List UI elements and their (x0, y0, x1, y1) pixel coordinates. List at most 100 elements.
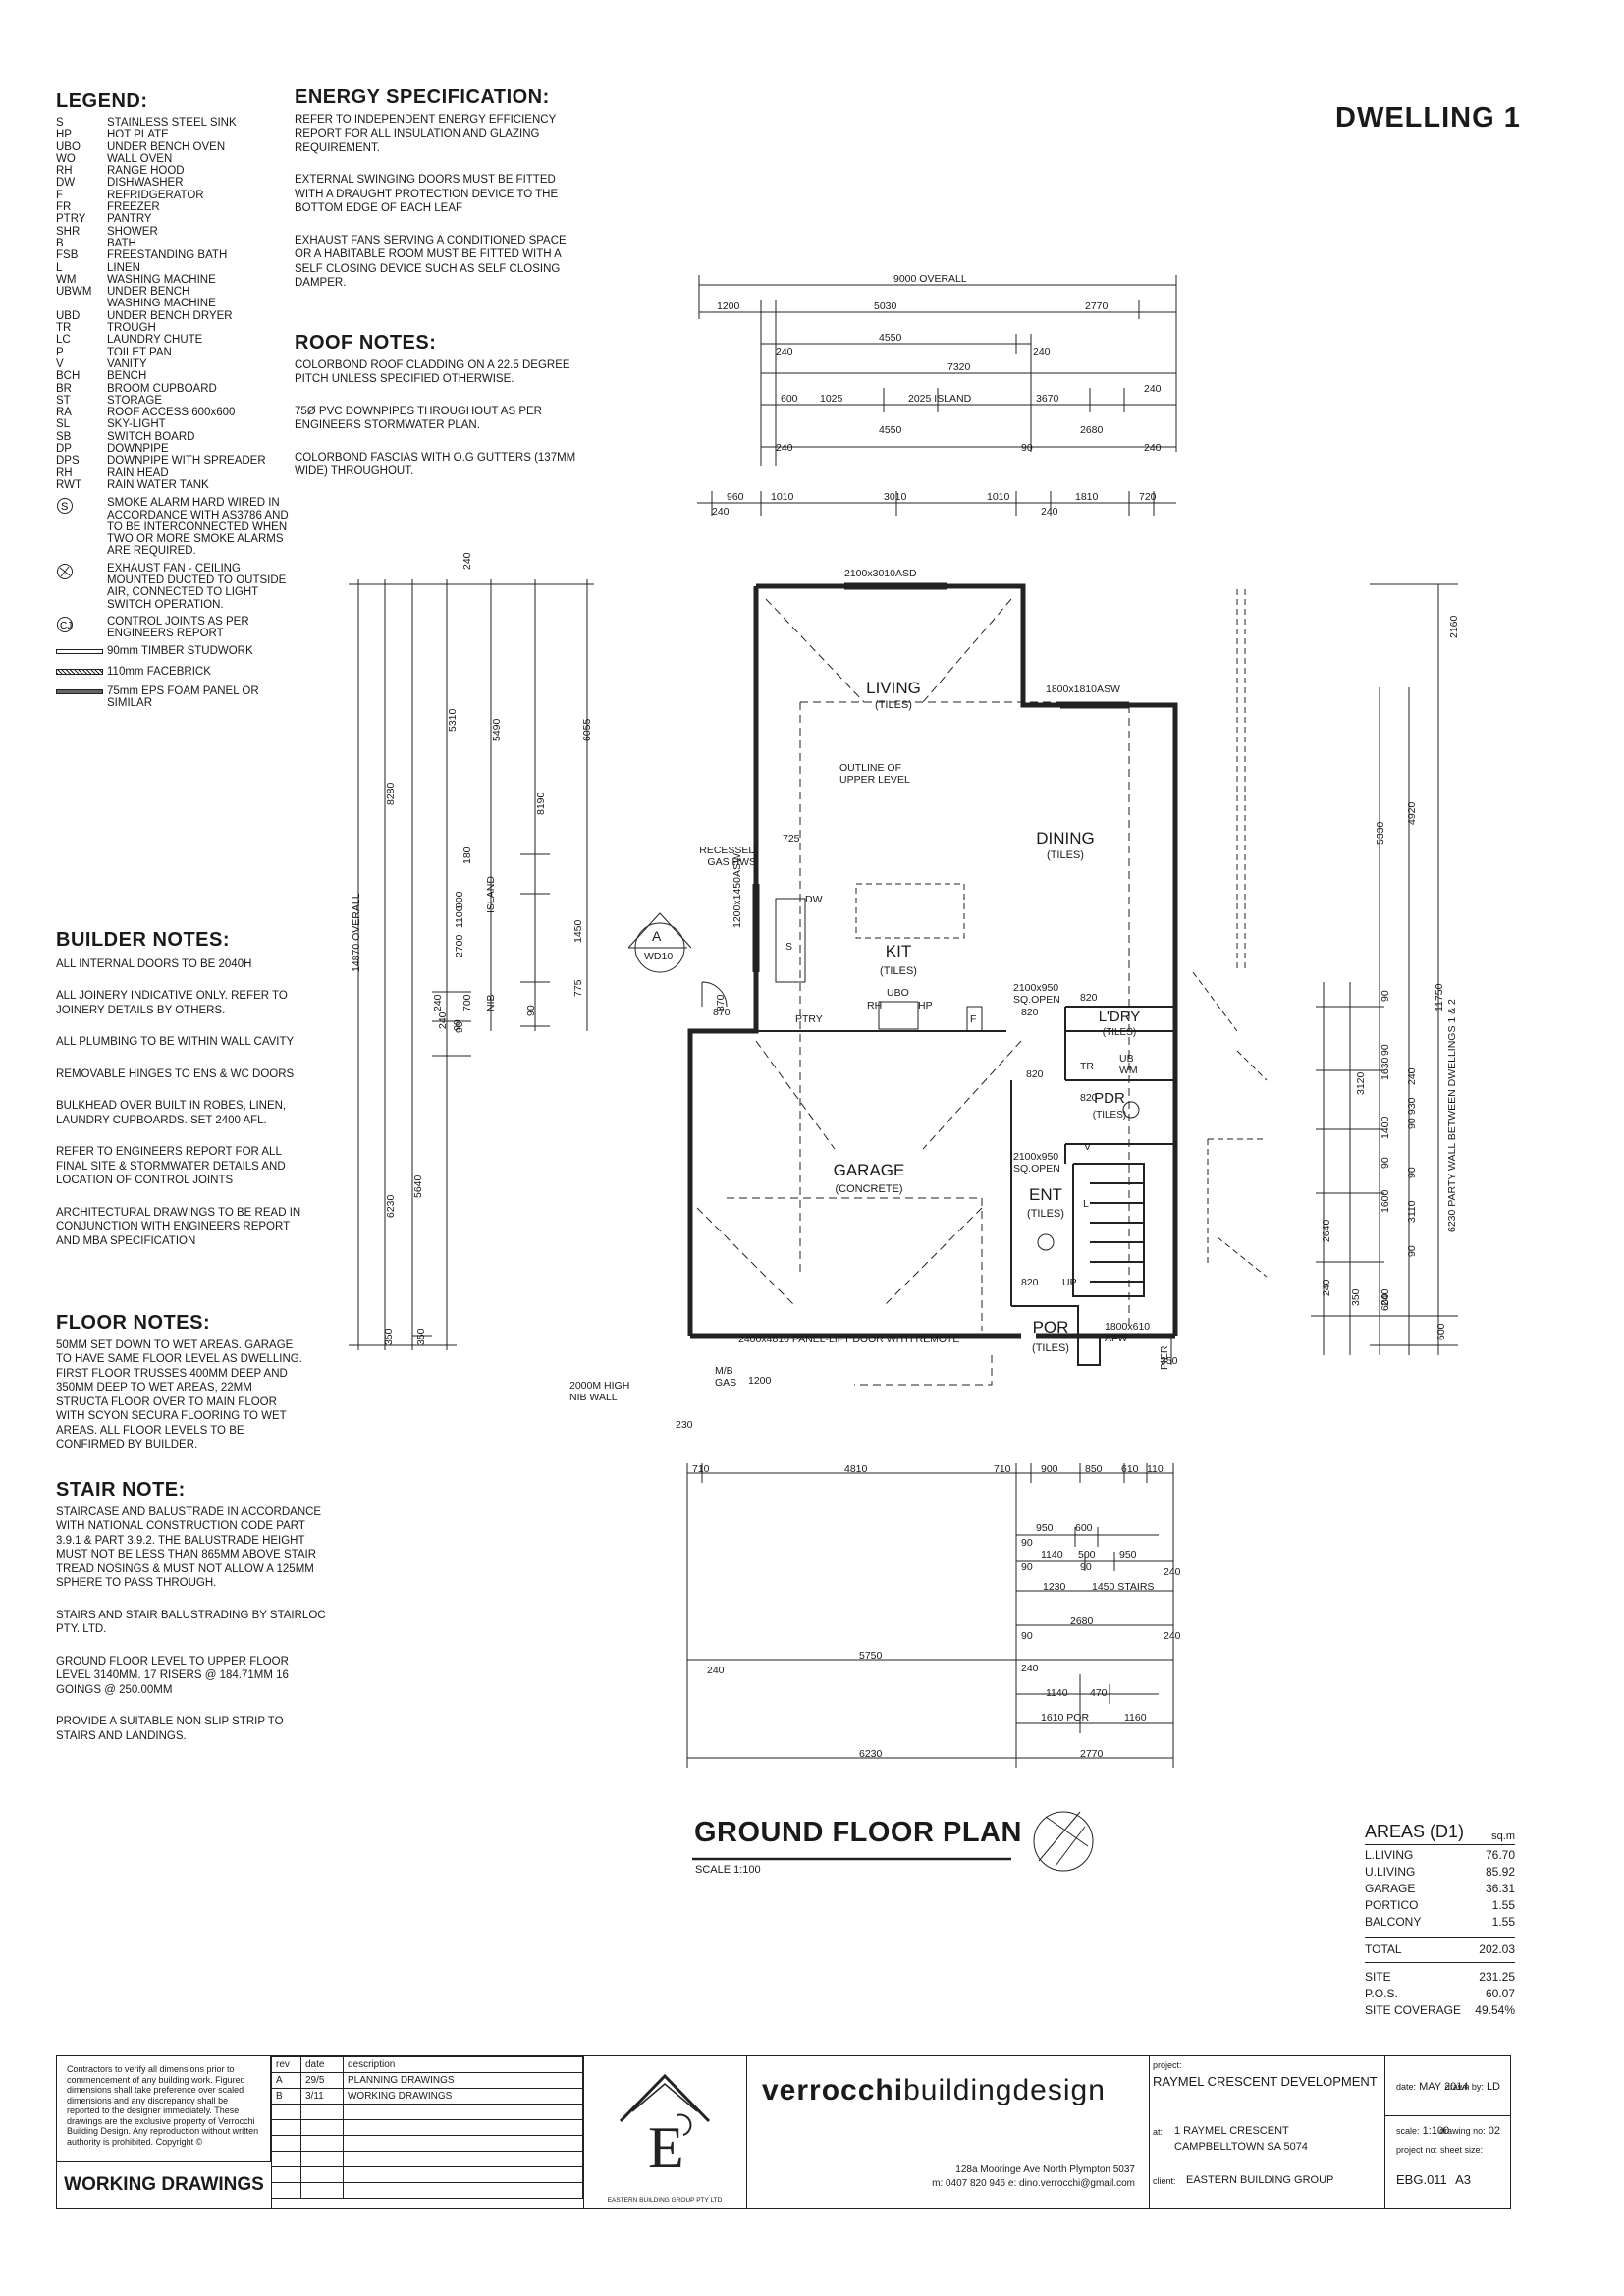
dimension-text: 1100 (454, 905, 465, 928)
legend-code: UBWM (56, 286, 92, 299)
legend-desc: WASHING MACHINE (107, 298, 216, 310)
dimension-text: 11750 (1434, 983, 1445, 1011)
label-rangehood: RH (867, 1000, 883, 1011)
drawing-date: date: MAY 2014 (1396, 2081, 1469, 2093)
label-dishwasher: DW (805, 894, 823, 905)
label-trough: TR (1080, 1061, 1094, 1072)
note-paragraph: EXTERNAL SWINGING DOORS MUST BE FITTED W… (295, 174, 559, 214)
rev-cell: B (271, 2088, 301, 2105)
dimension-text: 4550 (879, 332, 902, 344)
sheet-size: A3 (1455, 2172, 1471, 2187)
legend-desc: FREEZER (107, 201, 160, 214)
dimension-text: 5490 (491, 718, 503, 741)
right-dimension-lines (1311, 583, 1458, 1355)
legend-desc: STAINLESS STEEL SINK (107, 117, 237, 129)
roof-notes: ROOF NOTES: COLORBOND ROOF CLADDING ON A… (295, 332, 579, 497)
dimension-text: 775 (572, 979, 584, 997)
note-paragraph: ALL INTERNAL DOORS TO BE 2040H (56, 957, 252, 970)
room-entry: ENT (1029, 1185, 1062, 1204)
party-wall-label: 6230 PARTY WALL BETWEEN DWELLINGS 1 & 2 (1446, 999, 1458, 1232)
dimension-text: 1025 (820, 393, 843, 405)
dimension-text: 90 (1406, 1245, 1418, 1257)
room-laundry: L'DRY (1098, 1009, 1141, 1025)
note-paragraph: COLORBOND ROOF CLADDING ON A 22.5 DEGREE… (295, 358, 570, 386)
legend-code (56, 298, 107, 309)
window-living: 2100x3010ASD (844, 568, 917, 579)
dimension-text: 8190 (535, 792, 547, 815)
upper-outline-label: OUTLINE OF UPPER LEVEL (839, 762, 910, 786)
dimension-text: 1400 (1380, 1116, 1391, 1139)
legend-wall-brick: 110mm FACEBRICK (56, 666, 292, 678)
label-linen: L (1083, 1198, 1089, 1210)
legend-desc: DOWNPIPE WITH SPREADER (107, 455, 266, 467)
dimension-text: 8280 (385, 782, 397, 805)
dimension-text: 4920 (1406, 801, 1418, 825)
plan-scale: SCALE 1:100 (695, 1864, 761, 1876)
dimension-text: 2025 ISLAND (908, 393, 972, 405)
dimension-text: 350 (1350, 1288, 1362, 1306)
house-logo-icon: E (619, 2073, 711, 2180)
project-address-1: 1 RAYMEL CRESCENT (1174, 2125, 1289, 2137)
client-name: EASTERN BUILDING GROUP (1186, 2174, 1334, 2186)
dimension-text: 350 (383, 1328, 395, 1345)
areas-total: TOTAL 202.03 (1365, 1937, 1515, 1963)
note-paragraph: BULKHEAD OVER BUILT IN ROBES, LINEN, LAU… (56, 1100, 287, 1126)
dimension-text: 90 (1380, 990, 1391, 1002)
dimension-text: 710 (692, 1463, 710, 1475)
opening-entry: 2100x950 SQ.OPEN (1013, 1151, 1060, 1175)
dimension-text: 1160 (1124, 1712, 1147, 1723)
legend-code: WM (56, 273, 77, 286)
dimension-text: 240 (1041, 506, 1058, 518)
dimension-text: 710 (994, 1463, 1011, 1475)
dimension-text: 4810 (844, 1463, 868, 1475)
legend-code: HP (56, 129, 72, 141)
roof-title: ROOF NOTES: (295, 332, 437, 354)
dimension-text: 900 (1041, 1463, 1058, 1475)
drawn-by: drawn by: LD (1444, 2081, 1500, 2093)
label-up: UP (1062, 1277, 1077, 1288)
dimension-text: 240 (1321, 1279, 1332, 1296)
designer-address: 128a Mooringe Ave North Plympton 5037 (955, 2164, 1135, 2175)
entry-smoke-alarm-icon (1037, 1233, 1055, 1251)
legend-code: L (56, 261, 63, 274)
legend-code: WO (56, 152, 76, 165)
dimension-text: 240 (461, 552, 473, 570)
title-block: Contractors to verify all dimensions pri… (56, 2055, 1511, 2209)
note-paragraph: PROVIDE A SUITABLE NON SLIP STRIP TO STA… (56, 1716, 284, 1742)
nib-wall-label: 2000M HIGH NIB WALL (569, 1380, 630, 1403)
legend-code: SHR (56, 225, 81, 238)
rev-cell: WORKING DRAWINGS (342, 2088, 584, 2105)
dimension-text: 90 (1021, 1630, 1033, 1642)
dimension-text: 240 (1164, 1566, 1181, 1578)
dimension-text: 2680 (1070, 1615, 1094, 1627)
site-row: P.O.S.60.07 (1365, 1987, 1515, 2000)
dimension-text: 90 (1021, 442, 1033, 454)
stair-note: STAIR NOTE: STAIRCASE AND BALUSTRADE IN … (56, 1480, 326, 1761)
dimension-text: 2700 (454, 934, 465, 957)
room-living-finish: (TILES) (875, 699, 912, 711)
dimension-text: 240 (707, 1665, 725, 1676)
control-joint-icon: CJ (56, 616, 107, 640)
note-paragraph: 75Ø PVC DOWNPIPES THROUGHOUT AS PER ENGI… (295, 405, 542, 432)
note-paragraph: REFER TO ENGINEERS REPORT FOR ALL FINAL … (56, 1146, 286, 1186)
legend-code: FR (56, 201, 72, 214)
dimension-text: 725 (783, 833, 800, 845)
dimension-text: 1200 (717, 301, 740, 312)
dimension-text: 240 (1406, 1067, 1418, 1085)
smoke-alarm-icon: S (56, 497, 107, 557)
label-pantry: PTRY (795, 1013, 823, 1025)
rev-cell: A (271, 2072, 301, 2089)
